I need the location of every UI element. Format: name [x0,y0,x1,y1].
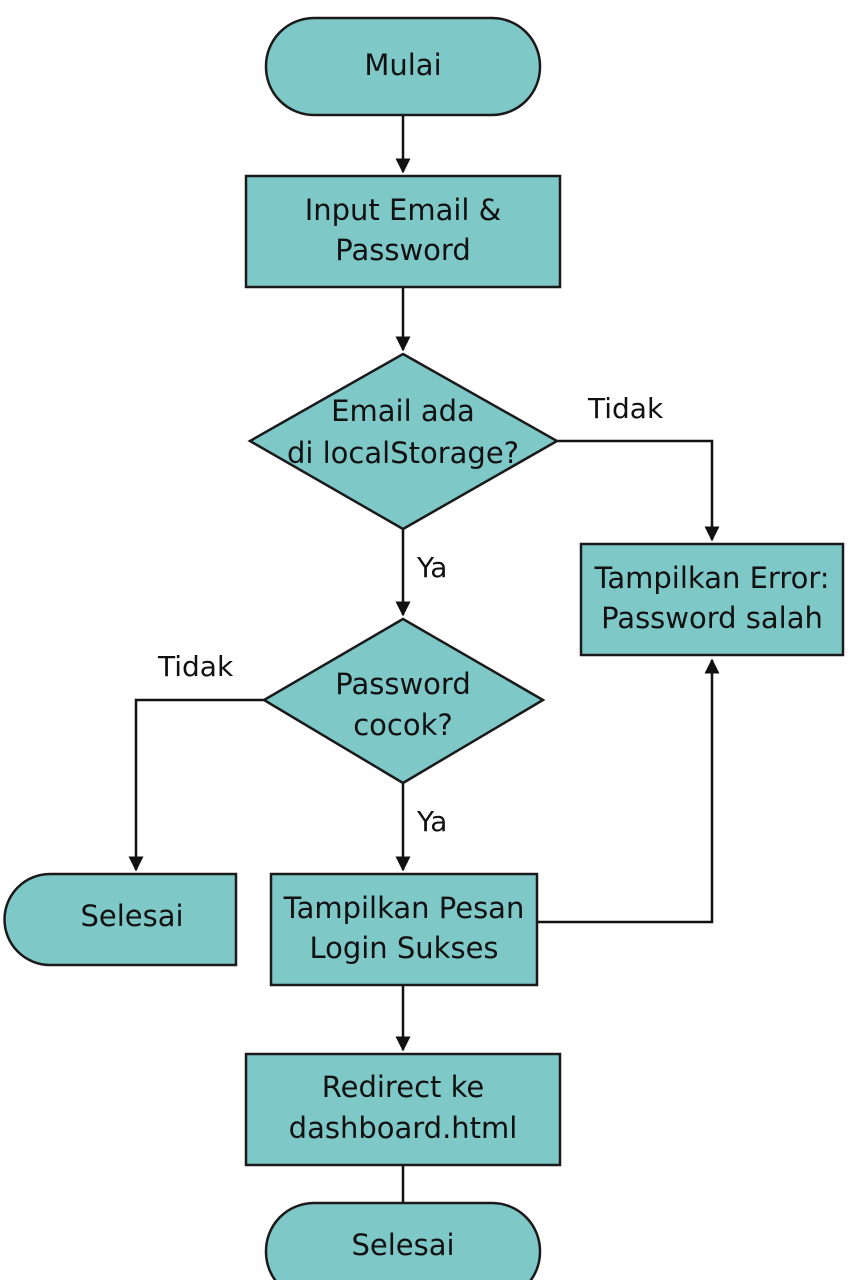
check-password-label-line1: Password [335,667,470,701]
success-label-line1: Tampilkan Pesan [283,891,525,925]
check-password-label-line2: cocok? [353,708,453,742]
error-label-line2: Password salah [601,601,823,635]
edge-label-check-password-no: Tidak [157,650,234,683]
node-check-password: Password cocok? [261,617,546,785]
redirect-label-line2: dashboard.html [289,1111,518,1145]
edge-check-email-no-to-error [557,439,720,542]
edge-label-check-email-no: Tidak [587,392,664,425]
node-end-bottom: Selesai [264,1201,542,1280]
end-bottom-label: Selesai [351,1228,454,1262]
end-bottom-terminator-shape [264,1201,542,1280]
node-end-left: Selesai [3,872,238,967]
error-label-line1: Tampilkan Error: [593,561,829,595]
start-label: Mulai [364,48,441,82]
success-process-shape [269,872,539,987]
end-left-terminator-shape [3,872,238,967]
edge-label-check-password-yes: Ya [416,805,447,838]
node-success: Tampilkan Pesan Login Sukses [269,872,539,987]
input-label-line1: Input Email & [305,193,502,227]
error-process-shape [579,542,845,657]
redirect-process-shape [244,1052,562,1167]
node-check-email: Email ada di localStorage? [247,352,560,531]
input-process-shape [244,174,562,289]
start-terminator-shape [264,16,542,117]
check-email-decision-shape [247,352,560,531]
check-password-decision-shape [261,617,546,785]
node-error: Tampilkan Error: Password salah [579,542,845,657]
node-start: Mulai [264,16,542,117]
edge-success-to-error [537,658,720,924]
input-label-line2: Password [335,233,470,267]
node-input: Input Email & Password [244,174,562,289]
edges [128,116,720,1203]
check-email-label-line1: Email ada [331,394,475,428]
node-redirect: Redirect ke dashboard.html [244,1052,562,1167]
end-left-label: Selesai [80,899,183,933]
success-label-line2: Login Sukses [309,931,498,965]
edge-check-password-no-to-end-left [128,698,264,872]
edge-label-check-email-yes: Ya [416,551,447,584]
edge-labels: Tidak Ya Tidak Ya [157,392,664,838]
check-email-label-line2: di localStorage? [287,436,519,470]
redirect-label-line1: Redirect ke [322,1070,484,1104]
